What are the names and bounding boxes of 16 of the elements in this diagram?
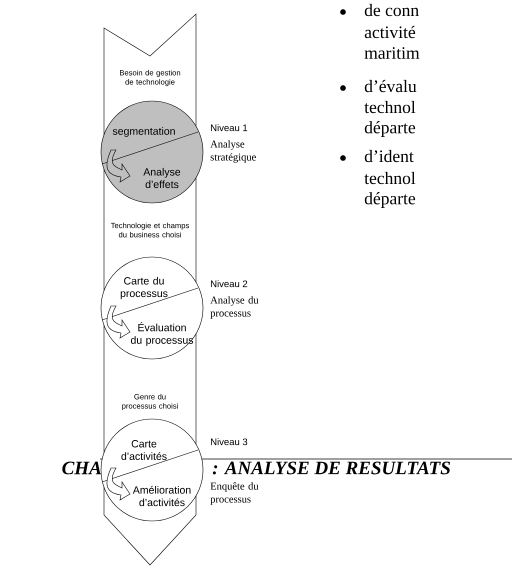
chapter-heading: CHA [62,462,102,474]
text-line: d’évalu [364,80,416,92]
level-label: Niveau 3 [210,438,248,446]
level-caption: Analyse stratégique [210,140,256,163]
text-line: d’ident [364,150,414,162]
text-line: départe [364,121,416,137]
level-label: Niveau 1 [210,124,248,132]
text-line: activité [364,26,416,38]
text-line: technol [364,172,416,184]
level-label: Niveau 2 [210,280,248,288]
text-line: départe [364,192,416,208]
level-caption: Enquête du processus [210,482,258,505]
level-caption: Analyse du processus [210,296,258,319]
text-line: technol [364,100,416,114]
text-line: maritim [364,47,420,59]
text-line: de conn [364,4,419,16]
